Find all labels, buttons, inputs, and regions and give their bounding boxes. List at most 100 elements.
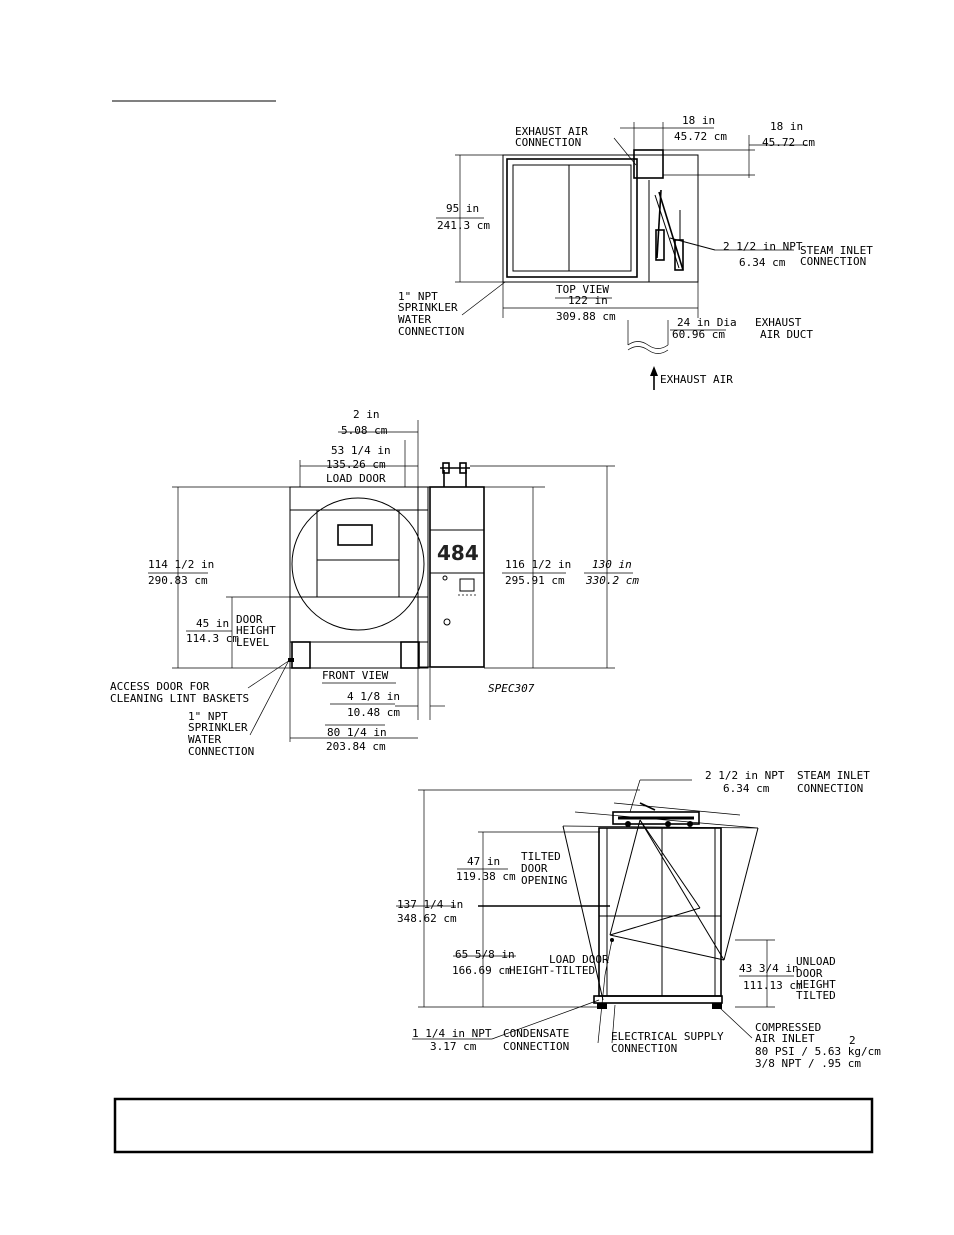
load-door-circle xyxy=(291,497,425,631)
front-sprinkler-label-1: 1" NPT xyxy=(188,710,228,723)
exhaust-duct-label-2: AIR DUCT xyxy=(760,328,813,341)
dim-load-door-in: 53 1/4 in xyxy=(331,444,391,457)
dim-gap-in: 2 in xyxy=(353,408,380,421)
condensate-label-1: CONDENSATE xyxy=(503,1027,569,1040)
dim-tilted-height-cm: 348.62 cm xyxy=(397,912,457,925)
steam-inlet-label: STEAM INLET xyxy=(800,244,873,257)
compressed-air-label-1: COMPRESSED xyxy=(755,1021,821,1034)
steam-piping-front xyxy=(440,462,470,487)
dim-load-door-cm: 135.26 cm xyxy=(326,458,386,471)
dim-tilted-height-in: 137 1/4 in xyxy=(397,898,463,911)
dim-load-door-tilted-in: 65 5/8 in xyxy=(455,948,515,961)
spec-label: SPEC307 xyxy=(488,682,535,695)
sprinkler-label-4: CONNECTION xyxy=(398,325,464,338)
dim-width-in: 122 in xyxy=(568,294,608,307)
top-view-body xyxy=(502,154,699,283)
front-sprinkler-label-3: WATER xyxy=(188,733,221,746)
front-sprinkler-label-4: CONNECTION xyxy=(188,745,254,758)
dim-unload-cm: 111.13 cm xyxy=(743,979,803,992)
dim-door-height-in: 45 in xyxy=(196,617,229,630)
condensate-label-2: CONNECTION xyxy=(503,1040,569,1053)
door-height-label-1: DOOR xyxy=(236,613,263,626)
side-steam-inlet-label: STEAM INLET xyxy=(797,769,870,782)
dim-tilted-opening-cm: 119.38 cm xyxy=(456,870,516,883)
front-view: 484 xyxy=(110,408,639,758)
steam-inlet-size-cm: 6.34 cm xyxy=(739,256,786,269)
dim-door-height-cm: 114.3 cm xyxy=(186,632,239,645)
dim-height-left-in: 114 1/2 in xyxy=(148,558,214,571)
control-display xyxy=(459,578,475,592)
sprinkler-label-3: WATER xyxy=(398,313,431,326)
exhaust-duct-square xyxy=(633,149,664,179)
top-view-label: TOP VIEW xyxy=(556,283,609,296)
dim-height-total-in: 130 in xyxy=(592,558,632,571)
unload-label-1: UNLOAD xyxy=(796,955,836,968)
electrical-label-1: ELECTRICAL SUPPLY xyxy=(611,1030,724,1043)
dim-height-left-cm: 290.83 cm xyxy=(148,574,208,587)
side-steam-inlet-cm: 6.34 cm xyxy=(723,782,770,795)
dim-duct-offset-in: 18 in xyxy=(770,120,803,133)
dim-duct-width-in: 18 in xyxy=(682,114,715,127)
dim-load-door-tilted-cm: 166.69 cm xyxy=(452,964,512,977)
dim-side-cm: 10.48 cm xyxy=(347,706,400,719)
electrical-label-2: CONNECTION xyxy=(611,1042,677,1055)
unload-label-2: DOOR xyxy=(796,967,823,980)
dim-height-mid-in: 116 1/2 in xyxy=(505,558,571,571)
load-door-label: LOAD DOOR xyxy=(326,472,386,485)
control-cabinet xyxy=(429,486,485,668)
steam-inlet-label-2: CONNECTION xyxy=(800,255,866,268)
compressed-air-label-4: 3/8 NPT / .95 cm xyxy=(755,1057,861,1070)
foot-left xyxy=(291,641,311,669)
dim-width-cm: 309.88 cm xyxy=(556,310,616,323)
exhaust-air-connection-label: EXHAUST AIR xyxy=(515,125,588,138)
dim-unload-in: 43 3/4 in xyxy=(739,962,799,975)
condensate-size-cm: 3.17 cm xyxy=(430,1040,477,1053)
side-steam-inlet-in: 2 1/2 in NPT xyxy=(705,769,785,782)
dim-duct-offset-cm: 45.72 cm xyxy=(762,136,815,149)
foot-right xyxy=(400,641,420,669)
unload-label-4: TILTED xyxy=(796,989,836,1002)
sprinkler-label-1: 1" NPT xyxy=(398,290,438,303)
front-sprinkler-label-2: SPRINKLER xyxy=(188,721,248,734)
load-door-tilted-label-2: HEIGHT-TILTED xyxy=(509,964,595,977)
tilted-opening-label-1: TILTED xyxy=(521,850,561,863)
tilted-opening-label-2: DOOR xyxy=(521,862,548,875)
side-view: 2 1/2 in NPT 6.34 cm STEAM INLET CONNECT… xyxy=(396,769,881,1070)
dim-depth-cm: 241.3 cm xyxy=(437,219,490,232)
door-height-label-3: LEVEL xyxy=(236,636,269,649)
unload-label-3: HEIGHT xyxy=(796,978,836,991)
steam-piping-side xyxy=(612,802,700,827)
dim-front-width-in: 80 1/4 in xyxy=(327,726,387,739)
compressed-air-label-2: AIR INLET xyxy=(755,1032,815,1045)
exhaust-duct-size-cm: 60.96 cm xyxy=(672,328,725,341)
sprinkler-label-2: SPRINKLER xyxy=(398,301,458,314)
dim-height-mid-cm: 295.91 cm xyxy=(505,574,565,587)
model-number: 484 xyxy=(437,541,479,565)
front-view-label: FRONT VIEW xyxy=(322,669,389,682)
dim-tilted-opening-in: 47 in xyxy=(467,855,500,868)
dim-side-in: 4 1/8 in xyxy=(347,690,400,703)
dim-gap-cm: 5.08 cm xyxy=(341,424,388,437)
dim-front-width-cm: 203.84 cm xyxy=(326,740,386,753)
side-steam-inlet-label-2: CONNECTION xyxy=(797,782,863,795)
tilted-opening-label-3: OPENING xyxy=(521,874,567,887)
dim-height-total-cm: 330.2 cm xyxy=(585,574,639,587)
front-panel-window xyxy=(337,524,373,546)
dim-depth-in: 95 in xyxy=(446,202,479,215)
load-door-tilted-label-1: LOAD DOOR xyxy=(549,953,609,966)
steam-piping-top xyxy=(654,189,716,271)
door-height-label-2: HEIGHT xyxy=(236,624,276,637)
compressed-air-sup: 2 xyxy=(849,1034,856,1047)
top-view: EXHAUST AIR CONNECTION 18 in 45.72 cm 18… xyxy=(398,114,873,390)
steam-inlet-size-in: 2 1/2 in NPT xyxy=(723,240,803,253)
access-door-label-2: CLEANING LINT BASKETS xyxy=(110,692,249,705)
exhaust-duct-size-in: 24 in Dia xyxy=(677,316,737,329)
compressed-air-label-3: 80 PSI / 5.63 kg/cm xyxy=(755,1045,881,1058)
exhaust-duct-label: EXHAUST xyxy=(755,316,802,329)
access-door-label-1: ACCESS DOOR FOR xyxy=(110,680,210,693)
note-box xyxy=(113,1097,874,1154)
exhaust-air-connection-label-2: CONNECTION xyxy=(515,136,581,149)
exhaust-air-arrow-label: EXHAUST AIR xyxy=(660,373,733,386)
dim-duct-width-cm: 45.72 cm xyxy=(674,130,727,143)
